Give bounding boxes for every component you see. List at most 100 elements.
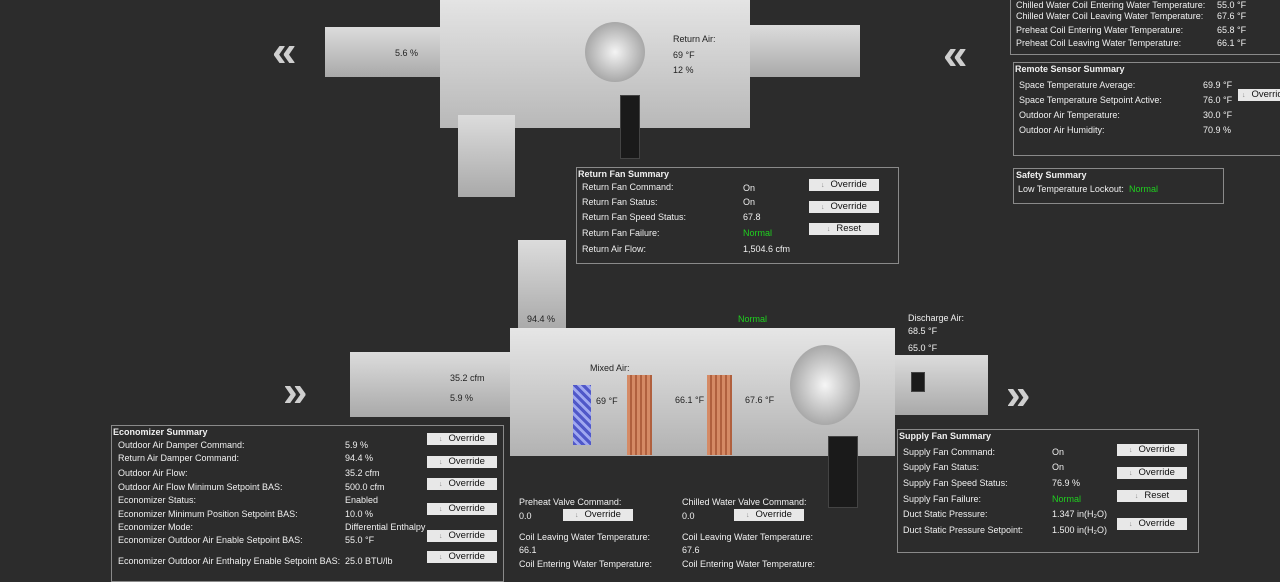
- row-value: 30.0 °F: [1203, 110, 1232, 120]
- cooling-leaving-temp: 67.6 °F: [745, 395, 774, 405]
- row-value: 66.1 °F: [1217, 38, 1246, 48]
- return-damper-value: 94.4 %: [527, 314, 555, 324]
- ra-damper-override-button[interactable]: ↓ Override: [427, 456, 497, 468]
- button-label: Override: [449, 433, 485, 444]
- button-label: Override: [449, 456, 485, 467]
- chilled-leaving-value: 67.6: [682, 545, 700, 555]
- vfd-icon: [620, 95, 640, 159]
- row-value: 55.0 °F: [1217, 0, 1246, 10]
- row-label: Outdoor Air Temperature:: [1019, 110, 1120, 120]
- oa-damper-override-button[interactable]: ↓ Override: [427, 433, 497, 445]
- row-value: Differential Enthalpy: [345, 522, 425, 532]
- outdoor-duct: [325, 27, 445, 77]
- preheat-leaving-label: Coil Leaving Water Temperature:: [519, 532, 650, 542]
- status-normal: Normal: [743, 228, 772, 238]
- preheat-entering-label: Coil Entering Water Temperature:: [519, 559, 652, 569]
- row-label: Space Temperature Average:: [1019, 80, 1135, 90]
- row-label: Low Temperature Lockout:: [1018, 184, 1124, 194]
- supply-fan-speed-override-button[interactable]: ↓ Override: [1117, 467, 1187, 479]
- row-label: Outdoor Air Damper Command:: [118, 440, 245, 450]
- row-label: Supply Fan Command:: [903, 447, 995, 457]
- mixed-air-label: Mixed Air:: [590, 363, 630, 373]
- preheat-valve-label: Preheat Valve Command:: [519, 497, 621, 507]
- row-value: 67.6 °F: [1217, 11, 1246, 21]
- cooling-coil-icon: [707, 375, 732, 455]
- preheat-valve-override-button[interactable]: ↓Override: [563, 509, 633, 521]
- row-value: 5.9 %: [345, 440, 368, 450]
- vfd-icon: [828, 436, 858, 508]
- outdoor-air-duct: [350, 352, 515, 417]
- supply-fan-command-override-button[interactable]: ↓ Override: [1117, 444, 1187, 456]
- button-label: Override: [756, 509, 792, 520]
- supply-fan-reset-button[interactable]: ↓Reset: [1117, 490, 1187, 502]
- status-normal: Normal: [738, 314, 767, 324]
- arrow-down-icon: ↓: [439, 506, 443, 513]
- row-value: 1.500 in(H₂O): [1052, 525, 1107, 535]
- row-label: Economizer Mode:: [118, 522, 193, 532]
- discharge-air-label: Discharge Air:: [908, 313, 964, 323]
- panel-title: Supply Fan Summary: [899, 431, 991, 441]
- row-label: Return Fan Speed Status:: [582, 212, 686, 222]
- row-value: 76.9 %: [1052, 478, 1080, 488]
- return-fan-reset-button[interactable]: ↓Reset: [809, 223, 879, 235]
- row-value: 65.8 °F: [1217, 25, 1246, 35]
- oa-flow-min-override-button[interactable]: ↓Override: [427, 478, 497, 490]
- arrow-down-icon: ↓: [439, 436, 443, 443]
- panel-title: Safety Summary: [1016, 170, 1087, 180]
- row-value: 500.0 cfm: [345, 482, 385, 492]
- button-label: Override: [1139, 444, 1175, 455]
- preheat-leaving-temp: 66.1 °F: [675, 395, 704, 405]
- airflow-left-icon: «: [943, 35, 967, 75]
- button-label: Override: [1139, 518, 1175, 529]
- arrow-down-icon: ↓: [1129, 521, 1133, 528]
- chilled-valve-value: 0.0: [682, 511, 695, 521]
- airflow-right-icon: »: [1006, 375, 1030, 415]
- row-label: Return Air Flow:: [582, 244, 646, 254]
- oa-enable-override-button[interactable]: ↓Override: [427, 530, 497, 542]
- return-duct: [750, 25, 860, 77]
- enthalpy-enable-override-button[interactable]: ↓Override: [427, 551, 497, 563]
- button-label: Override: [449, 530, 485, 541]
- row-value: On: [743, 183, 755, 193]
- row-label: Chilled Water Coil Leaving Water Tempera…: [1016, 11, 1203, 21]
- outdoor-damper-value: 5.9 %: [450, 393, 473, 403]
- economizer-panel: Economizer Summary Outdoor Air Damper Co…: [111, 425, 504, 582]
- exhaust-duct: [458, 115, 515, 197]
- button-label: Override: [1139, 467, 1175, 478]
- chilled-valve-override-button[interactable]: ↓ Override: [734, 509, 804, 521]
- row-value: On: [743, 197, 755, 207]
- safety-panel: Safety Summary Low Temperature Lockout: …: [1013, 168, 1224, 204]
- duct-static-setpoint-override-button[interactable]: ↓ Override: [1117, 518, 1187, 530]
- arrow-down-icon: ↓: [1129, 470, 1133, 477]
- arrow-down-icon: ↓: [827, 226, 831, 233]
- return-fan-panel: Return Fan Summary Return Fan Command: O…: [576, 167, 899, 264]
- row-label: Return Fan Command:: [582, 182, 674, 192]
- min-position-override-button[interactable]: ↓ Override: [427, 503, 497, 515]
- row-value: 55.0 °F: [345, 535, 374, 545]
- row-label: Return Fan Status:: [582, 197, 658, 207]
- row-label: Return Air Damper Command:: [118, 453, 239, 463]
- return-air-temp: 69 °F: [673, 50, 695, 60]
- mixed-air-temp: 69 °F: [596, 396, 618, 406]
- discharge-duct: [895, 355, 988, 415]
- discharge-air-temp: 68.5 °F: [908, 326, 937, 336]
- status-normal: Normal: [1129, 184, 1158, 194]
- arrow-down-icon: ↓: [746, 512, 750, 519]
- return-fan-command-override-button[interactable]: ↓Override: [809, 179, 879, 191]
- button-label: Override: [449, 503, 485, 514]
- row-value: On: [1052, 462, 1064, 472]
- chilled-leaving-label: Coil Leaving Water Temperature:: [682, 532, 813, 542]
- arrow-down-icon: ↓: [1129, 447, 1133, 454]
- airflow-right-icon: »: [283, 372, 307, 412]
- row-label: Economizer Status:: [118, 495, 196, 505]
- row-value: 67.8: [743, 212, 761, 222]
- arrow-down-icon: ↓: [1242, 92, 1246, 99]
- filter-icon: [573, 385, 591, 445]
- arrow-down-icon: ↓: [439, 459, 443, 466]
- row-value: 70.9 %: [1203, 125, 1231, 135]
- supply-fan-icon: [790, 345, 860, 425]
- space-setpoint-override-button[interactable]: ↓Override: [1238, 89, 1280, 101]
- supply-fan-panel: Supply Fan Summary Supply Fan Command: O…: [897, 429, 1199, 553]
- outdoor-air-flow: 35.2 cfm: [450, 373, 485, 383]
- return-fan-speed-override-button[interactable]: ↓Override: [809, 201, 879, 213]
